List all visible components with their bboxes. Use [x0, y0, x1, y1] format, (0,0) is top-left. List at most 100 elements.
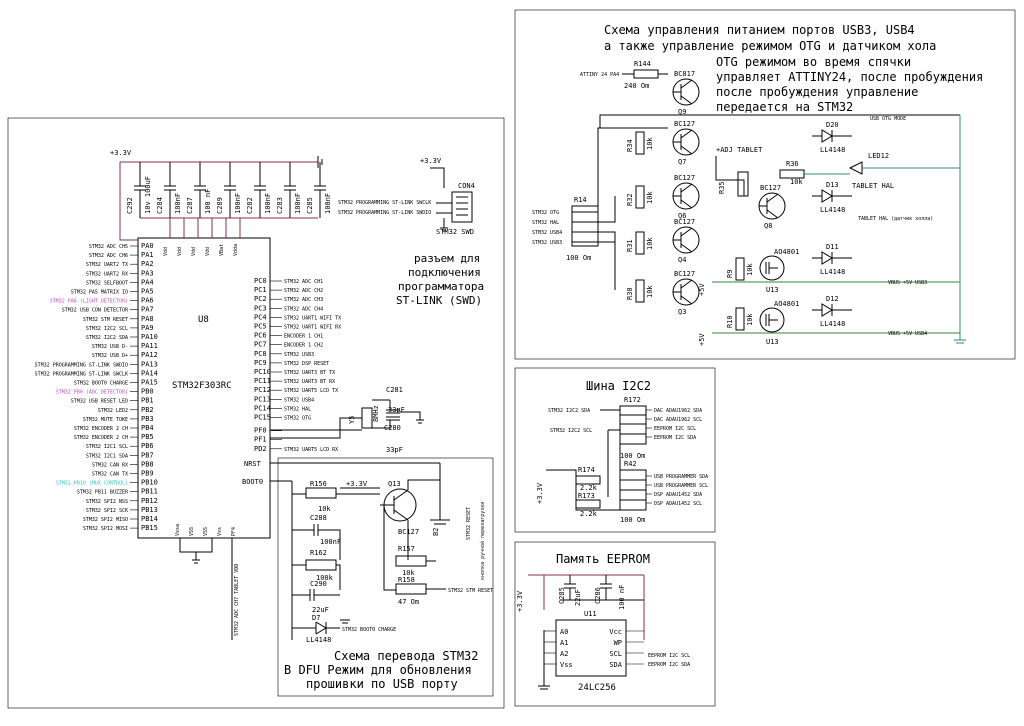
- diode-val: LL4148: [820, 206, 845, 214]
- y5-ref: Y5: [348, 416, 356, 424]
- pin-label-left: PB10: [141, 479, 158, 487]
- resistor-ref: R10: [726, 315, 734, 328]
- usb-note-2: управляет ATTINY24, после пробуждения: [716, 70, 983, 84]
- transistor-lines: [673, 183, 693, 209]
- mosfet-symbol: [759, 255, 785, 281]
- pin-label-right: PC13: [254, 395, 271, 403]
- cap-ref: C282: [246, 197, 254, 214]
- r156-ref: R156: [310, 480, 327, 488]
- net-label-left: STM32 USB D-: [92, 344, 128, 350]
- bottom-pin-label: VSS: [203, 527, 209, 536]
- r36: [779, 169, 805, 179]
- diode-symbol: [812, 303, 852, 317]
- c280-ref: C280: [384, 424, 401, 432]
- d7-ref: D7: [312, 614, 320, 622]
- net-label-left: STM32 CAN RX: [92, 462, 128, 468]
- net-label-left: STM32 PA5 MATRIX IO: [71, 290, 128, 296]
- c290-val: 22uF: [312, 606, 329, 614]
- net-label-right: STM32 UART5 LCD RX: [284, 447, 338, 453]
- usb-out-hal: TABLET HAL (датчик холла): [858, 216, 933, 222]
- eeprom-part: 24LC256: [578, 683, 616, 693]
- pin-label-left: PA9: [141, 324, 154, 332]
- u11-body: [555, 619, 627, 677]
- pin-label-left: PA8: [141, 315, 154, 323]
- net-label-left: STM32 PROGRAMMING ST-LINK SWCLK: [35, 371, 128, 377]
- pin-label-left: PB11: [141, 488, 158, 496]
- net-label-left: STM32 I2C1 SDA: [86, 453, 128, 459]
- c290-ref: C290: [310, 580, 327, 588]
- led12: [848, 161, 863, 175]
- r173: [575, 499, 601, 509]
- resistor-val: 10k: [646, 285, 654, 298]
- u8-body: [137, 237, 271, 539]
- diode-val: LL4148: [820, 320, 845, 328]
- resistor-symbol: [635, 131, 645, 155]
- net-label-left: STM32 PB11 BUZZER: [77, 490, 129, 496]
- dfu-frame: [277, 457, 494, 697]
- adc-ch7-net: STM32 ADC CH7 TABLET VDD: [234, 564, 240, 636]
- net-label-left: STM32 USB D+: [92, 353, 128, 359]
- c281-ref: C281: [386, 386, 403, 394]
- resistor-symbol: [635, 231, 645, 255]
- dfu-caption-2: В DFU Режим для обновления: [284, 663, 472, 677]
- resistor-ref: R34: [626, 139, 634, 152]
- net-label-left: STM32 SELFBOOT: [86, 280, 128, 286]
- eeprom-pin-right: SDA: [609, 661, 622, 669]
- r35-ref: R35: [718, 181, 726, 194]
- reset-button-sub: кнопка ручной перезагрузки: [480, 502, 486, 580]
- c280-val: 33pF: [386, 446, 403, 454]
- usb-out-otg: USB OTG MODE: [870, 116, 906, 122]
- pin-label-right: PF0: [254, 427, 267, 435]
- con4-ref: CON4: [458, 182, 475, 190]
- eeprom-circuit: Память EEPROM +3.3V C285 22uF C286 100 n…: [516, 552, 690, 693]
- transistor-lines: [673, 279, 693, 305]
- r162: [305, 559, 337, 571]
- dfu-caption-3: прошивки по USB порту: [306, 677, 458, 691]
- pin-label-left: PB9: [141, 470, 154, 478]
- net-label-left: STM32 I2C2 SDA: [86, 335, 128, 341]
- cap-ref: C283: [276, 197, 284, 214]
- pin-label-left: PA14: [141, 369, 158, 377]
- transistor-ref: Q6: [678, 212, 686, 220]
- i2c-bus: Шина I2C2 STM32 I2C2 SDA STM32 I2C2 SCL …: [536, 379, 708, 524]
- net-label-right: STM32 USB3: [284, 352, 314, 358]
- pin-label-right: PC8: [254, 350, 267, 358]
- pin-label-left: PA10: [141, 333, 158, 341]
- usb-note-3: после пробуждения управление: [716, 85, 918, 99]
- net-label-left: STM32 MUTE TOKE: [83, 417, 128, 423]
- resistor-symbol: [635, 279, 645, 303]
- usb-title-1: Схема управления питанием портов USB3, U…: [604, 23, 915, 37]
- diode-val: LL4148: [820, 146, 845, 154]
- resistor-ref: R32: [626, 193, 634, 206]
- u8-ref: U8: [198, 315, 209, 325]
- cap-ref: C292: [126, 197, 134, 214]
- q13-val: BC127: [398, 528, 419, 536]
- c285-val: 22uF: [574, 589, 582, 606]
- swd-caption-2: подключения: [408, 266, 481, 279]
- pin-label-right: PC3: [254, 304, 267, 312]
- reset-button-label: STM32 RESET: [466, 507, 472, 540]
- pin-label-left: PB3: [141, 415, 154, 423]
- net-label-right: STM32 UART5 LCD TX: [284, 388, 338, 394]
- vdd-pin-label: Vdd: [205, 247, 211, 256]
- mosfet-part: AO4801: [774, 248, 799, 256]
- dfu-caption-1: Схема перевода STM32: [334, 649, 479, 663]
- net-label-right: STM32 OTG: [284, 416, 311, 422]
- net-label-left: STM32 CAN TX: [92, 472, 128, 478]
- eeprom-net-sda: EEPROM I2C SDA: [648, 662, 690, 668]
- net-label-right: ENCODER 1 CH1: [284, 334, 323, 340]
- r162-ref: R162: [310, 549, 327, 557]
- pin-label-right: PD2: [254, 445, 267, 453]
- pin-label-left: PB2: [141, 406, 154, 414]
- diode-symbol: [812, 251, 852, 265]
- pin-label-left: PA3: [141, 269, 154, 277]
- eeprom-pin-left: A2: [560, 650, 568, 658]
- main-frame: [7, 117, 505, 709]
- eeprom-power: +3.3V: [516, 590, 524, 612]
- mosfet-ref: U13: [766, 338, 779, 346]
- transistor-part: BC127: [674, 218, 695, 226]
